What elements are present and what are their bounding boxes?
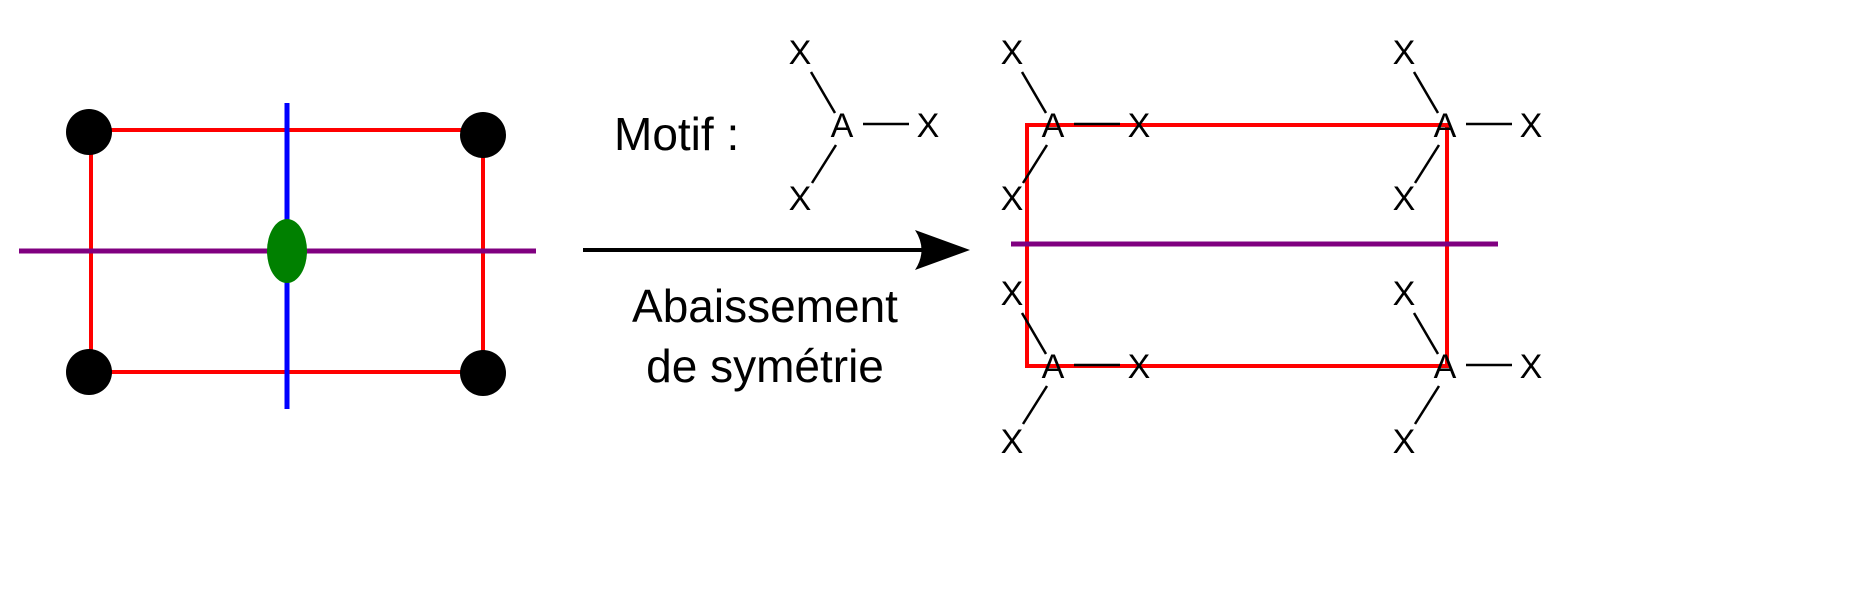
atom-x: X (1001, 275, 1024, 313)
motif-bottom-left: A X X X (1001, 275, 1151, 461)
atom-x: X (789, 34, 812, 72)
lattice-node (460, 350, 506, 396)
atom-x: X (1128, 107, 1151, 145)
motif-top-right: A X X X (1393, 34, 1543, 218)
atom-x: X (1520, 348, 1543, 386)
atom-a: A (1042, 107, 1065, 145)
arrowhead-icon (915, 230, 970, 270)
atom-x: X (789, 180, 812, 218)
atom-a: A (1042, 348, 1065, 386)
transformation-arrow (583, 230, 970, 270)
atom-a: A (831, 107, 854, 145)
lattice-node (460, 112, 506, 158)
motif-label: Motif : (614, 108, 739, 160)
atom-a: A (1434, 348, 1457, 386)
motif-top-left: A X X X (1001, 34, 1151, 218)
motif: A X X X (789, 34, 940, 218)
atom-x: X (1393, 180, 1416, 218)
rotation-center (267, 219, 307, 283)
atom-x: X (1128, 348, 1151, 386)
atom-x: X (1001, 180, 1024, 218)
atom-x: X (917, 107, 940, 145)
motif-bottom-right: A X X X (1393, 275, 1543, 461)
atom-x: X (1001, 34, 1024, 72)
atom-x: X (1393, 423, 1416, 461)
lattice-node (66, 109, 112, 155)
atom-a: A (1434, 107, 1457, 145)
lattice-node (66, 349, 112, 395)
arrow-label-line2: de symétrie (646, 340, 884, 392)
right-lattice: A X X X A X X X A X X X A X X X (1001, 34, 1543, 461)
arrow-label-line1: Abaissement (632, 280, 898, 332)
left-lattice (19, 103, 536, 409)
atom-x: X (1001, 423, 1024, 461)
atom-x: X (1393, 275, 1416, 313)
atom-x: X (1393, 34, 1416, 72)
atom-x: X (1520, 107, 1543, 145)
